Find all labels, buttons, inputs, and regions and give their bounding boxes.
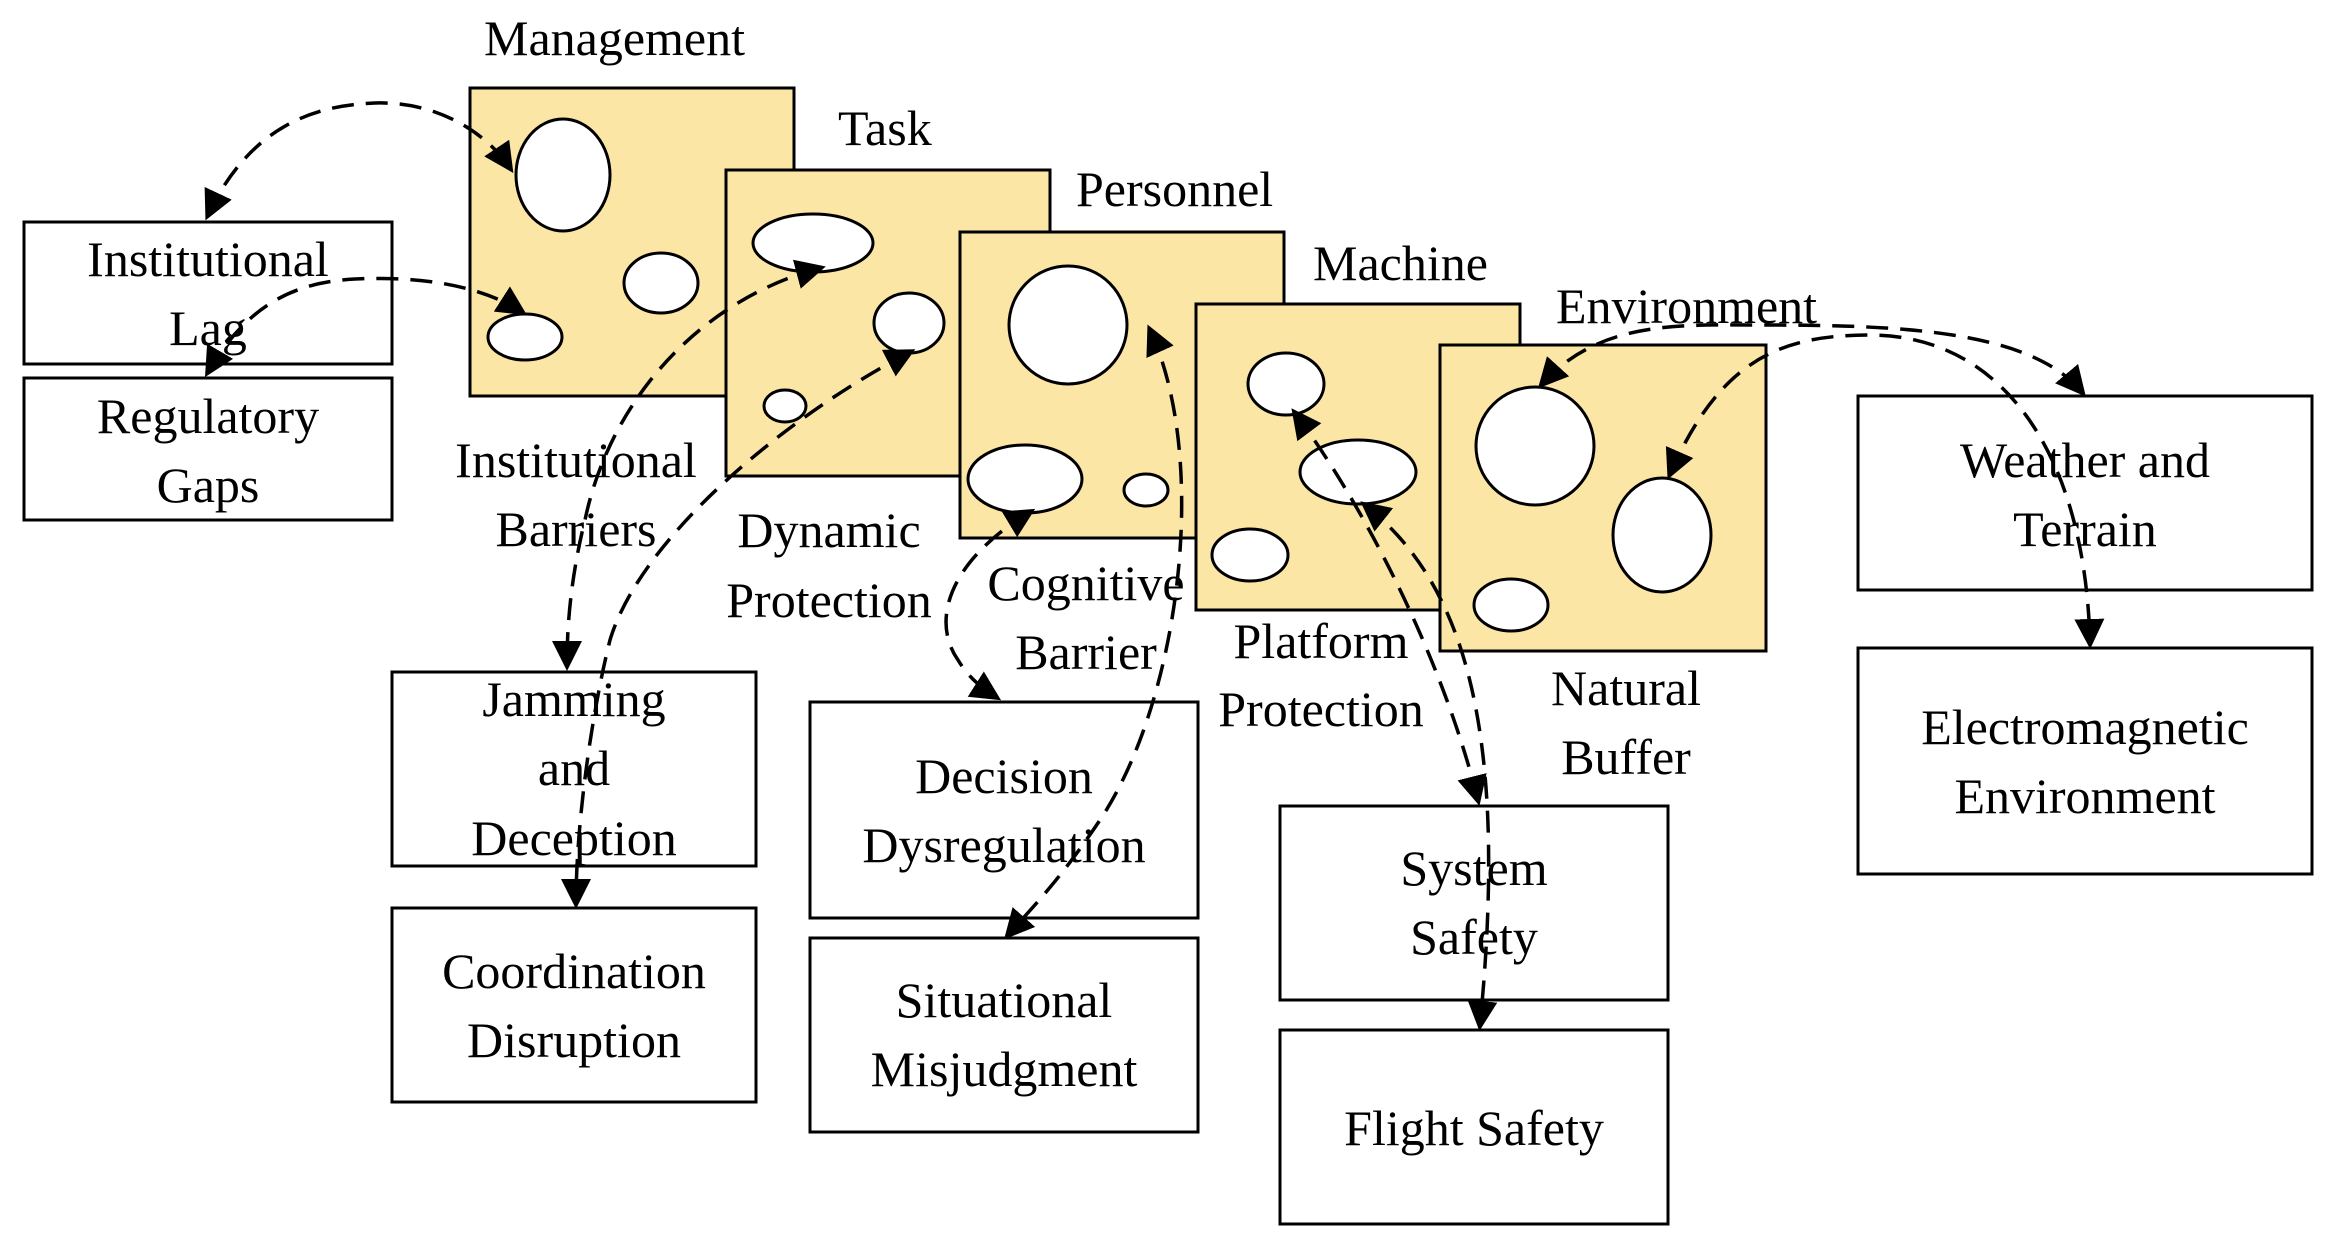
- arrow-lag-management-hole: [204, 101, 514, 221]
- arrow-environment-hole-weather: [1537, 323, 2086, 397]
- defense-environment-line1: Natural: [1551, 660, 1701, 716]
- box-weather-terrain: Weather and Terrain: [1856, 394, 2314, 592]
- box-jamming-deception: Jamming and Deception: [390, 670, 758, 868]
- defense-machine-line1: Platform: [1234, 613, 1409, 669]
- layer-title-machine: Machine: [1313, 235, 1488, 291]
- box-institutional-lag: Institutional Lag: [22, 220, 394, 366]
- institutional-lag-line1: Institutional: [87, 231, 329, 287]
- box-regulatory-gaps: Regulatory Gaps: [22, 376, 394, 522]
- arrow-task-hole-coordination: [561, 349, 916, 909]
- institutional-lag-line2: Lag: [169, 300, 247, 356]
- arrow-personnel-hole-situational: [1004, 324, 1184, 940]
- system-safety-line2: Safety: [1410, 909, 1538, 965]
- regulatory-gaps-line2: Gaps: [157, 457, 260, 513]
- box-flight-safety: Flight Safety: [1278, 1028, 1670, 1226]
- defense-management-line2: Barriers: [495, 501, 656, 557]
- weather-line2: Terrain: [2013, 501, 2157, 557]
- defense-environment-line2: Buffer: [1561, 729, 1691, 785]
- decision-line2: Dysregulation: [862, 817, 1145, 873]
- jamming-line1: Jamming: [482, 671, 665, 727]
- defense-personnel-line2: Barrier: [1015, 624, 1157, 680]
- situational-line2: Misjudgment: [871, 1041, 1138, 1097]
- weather-line1: Weather and: [1960, 432, 2210, 488]
- jamming-line2: and: [538, 740, 610, 796]
- layer-title-task: Task: [838, 100, 932, 156]
- box-situational-misjudgment: Situational Misjudgment: [808, 936, 1200, 1134]
- system-safety-line1: System: [1400, 840, 1547, 896]
- arrow-gaps-management-hole: [204, 276, 528, 378]
- layer-title-management: Management: [484, 10, 745, 66]
- box-decision-dysregulation: Decision Dysregulation: [808, 700, 1200, 920]
- layer-title-personnel: Personnel: [1076, 161, 1273, 217]
- box-electromagnetic-environment: Electromagnetic Environment: [1856, 646, 2314, 876]
- defense-personnel-line1: Cognitive: [987, 555, 1184, 611]
- jamming-line3: Deception: [471, 810, 676, 866]
- defense-management-line1: Institutional: [455, 432, 697, 488]
- dashed-arrows: [204, 101, 2105, 1031]
- defense-task-line2: Protection: [726, 572, 932, 628]
- arrow-personnel-hole-decision: [944, 508, 1036, 701]
- coordination-line1: Coordination: [442, 943, 706, 999]
- slice-environment: [1438, 343, 1768, 653]
- decision-line1: Decision: [915, 748, 1093, 804]
- electromagnetic-line2: Environment: [1954, 768, 2215, 824]
- defense-task-line1: Dynamic: [737, 502, 920, 558]
- defense-machine-line2: Protection: [1218, 681, 1424, 737]
- coordination-line2: Disruption: [467, 1012, 681, 1068]
- box-system-safety: System Safety: [1278, 804, 1670, 1002]
- arrow-machine-hole-system-safety: [1291, 408, 1487, 806]
- arrow-machine-hole-flight-safety: [1360, 501, 1498, 1031]
- arrow-environment-hole-electromagnetic: [1665, 333, 2105, 649]
- regulatory-gaps-line1: Regulatory: [97, 388, 319, 444]
- flight-safety-line1: Flight Safety: [1344, 1100, 1604, 1156]
- situational-line1: Situational: [896, 972, 1113, 1028]
- electromagnetic-line1: Electromagnetic: [1921, 699, 2249, 755]
- box-coordination-disruption: Coordination Disruption: [390, 906, 758, 1104]
